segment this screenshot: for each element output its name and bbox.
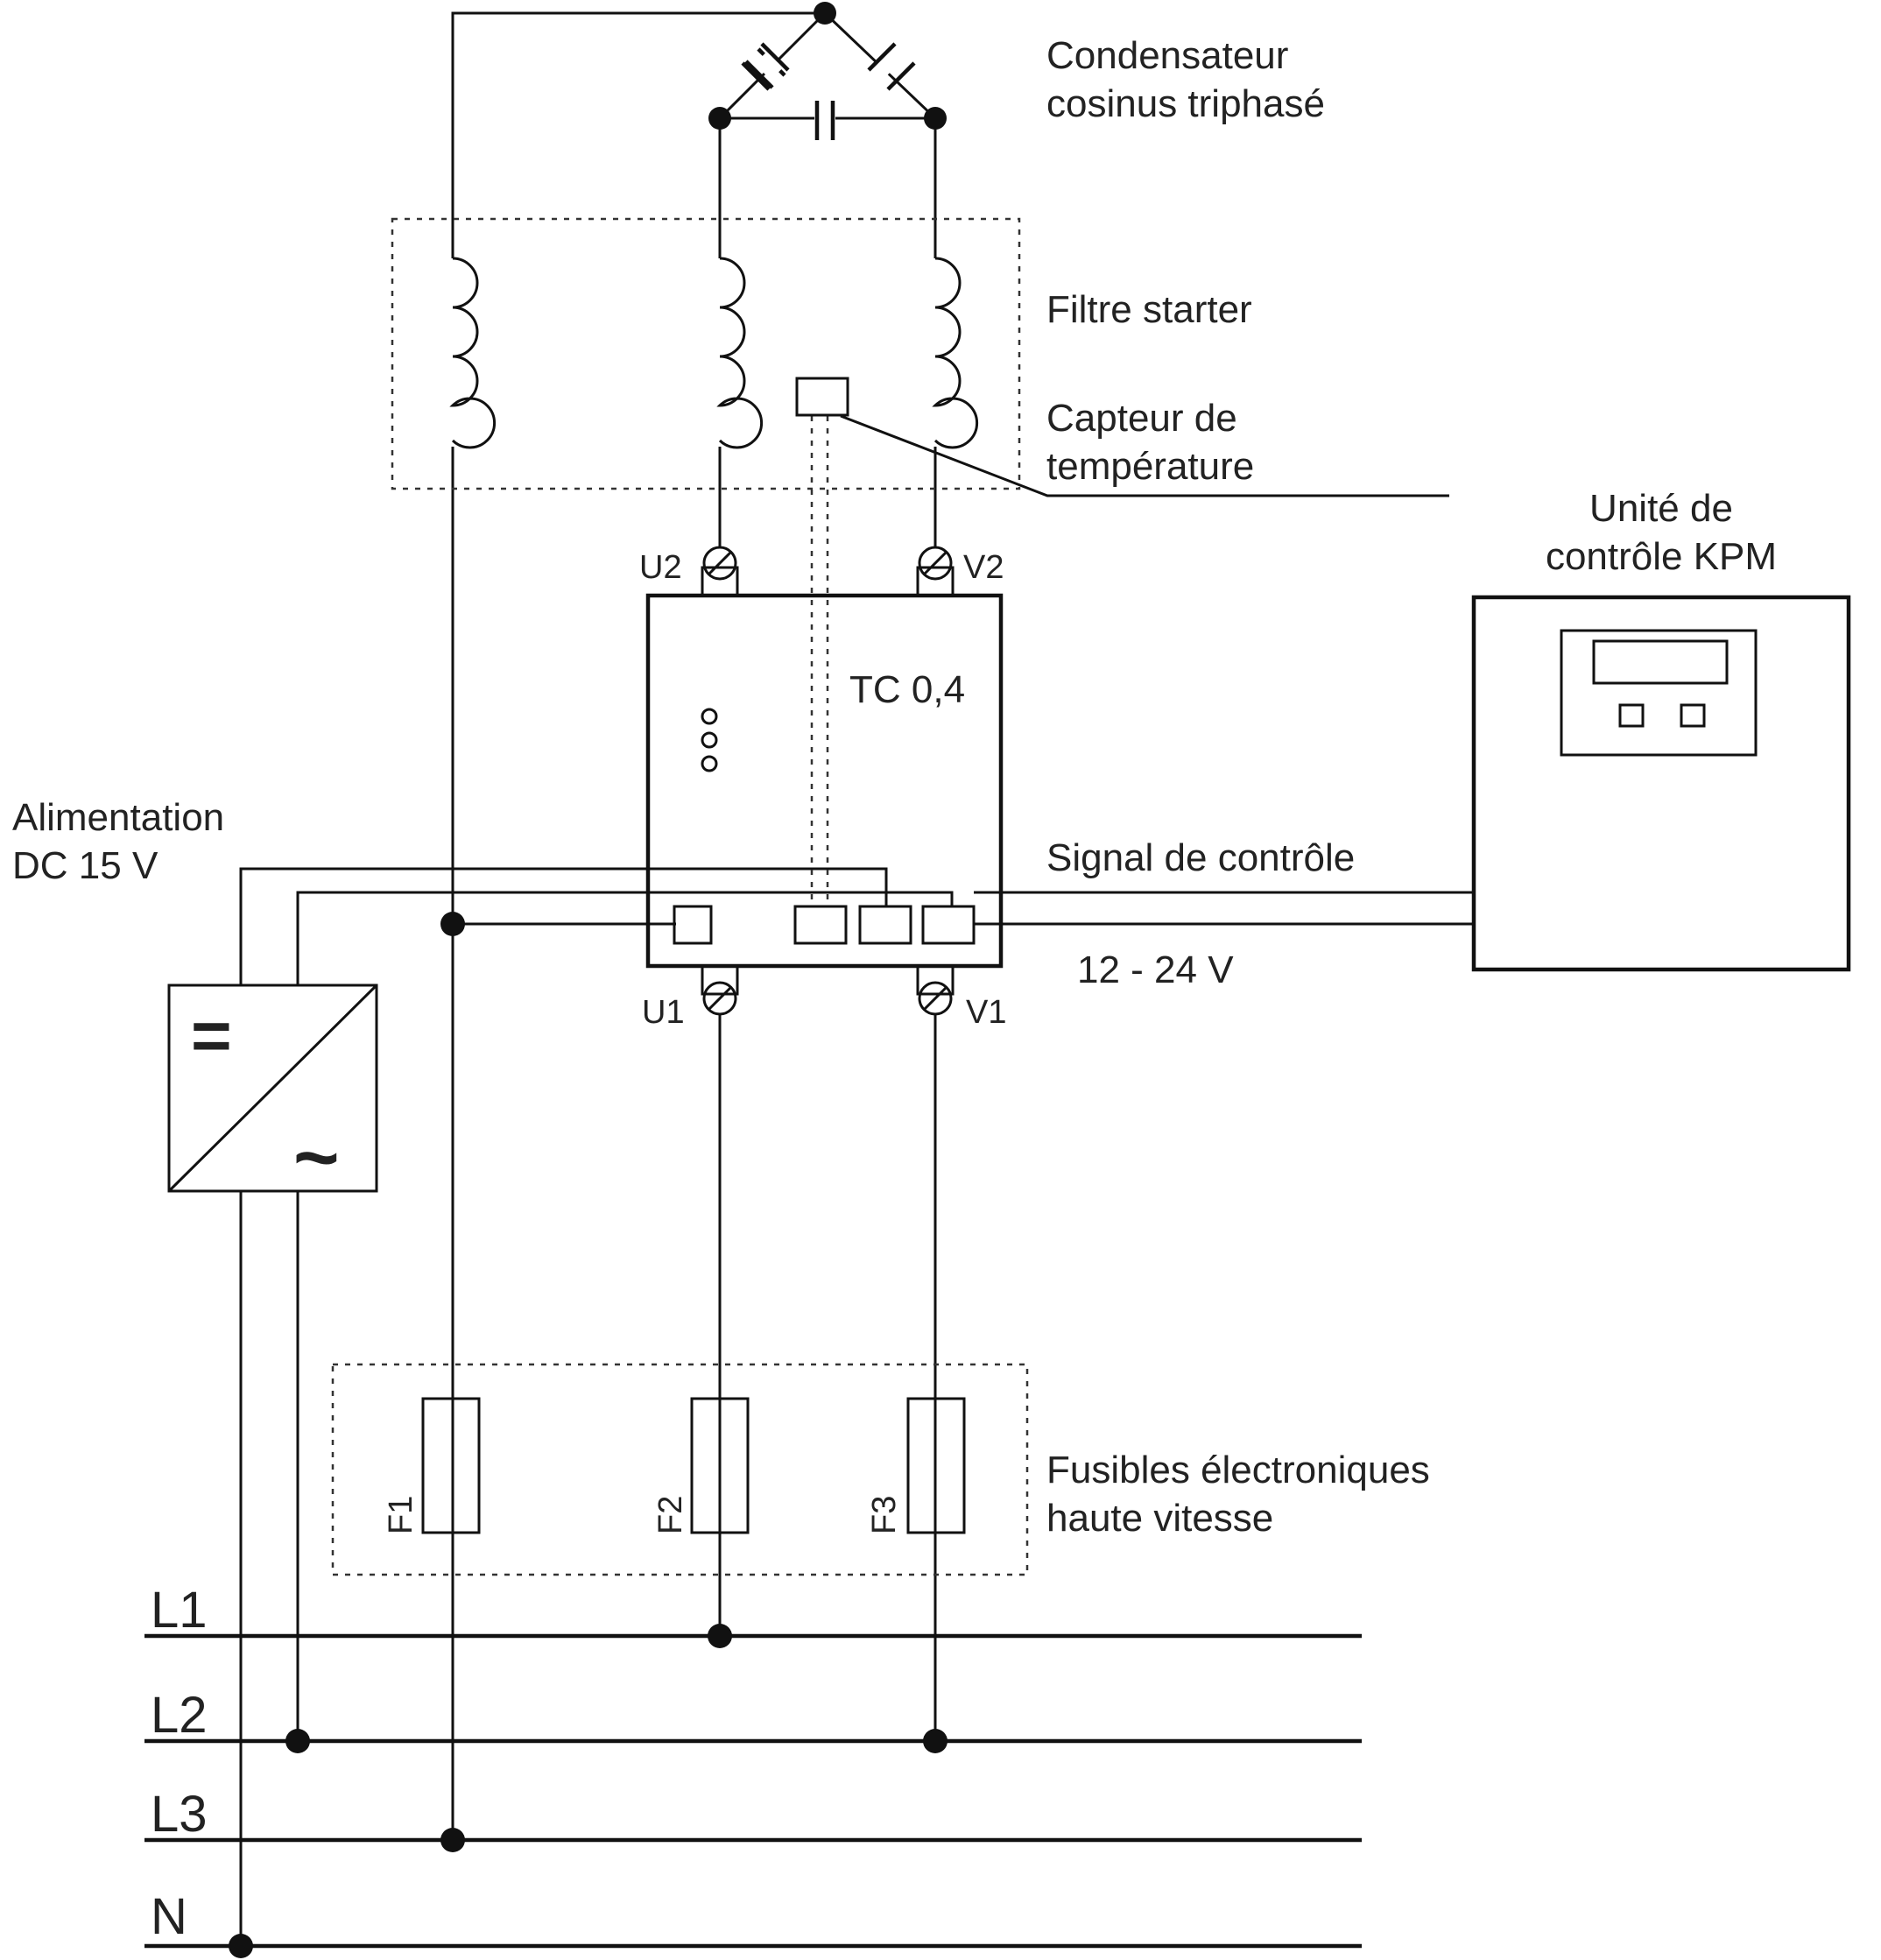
fuse-enclosure — [331, 1363, 1029, 1576]
capacitor-delta — [708, 2, 947, 140]
filter-label: Filtre starter — [1046, 288, 1252, 331]
junction-dot — [229, 1934, 253, 1958]
wires — [239, 11, 1474, 1946]
bus-label-l3: L3 — [151, 1786, 208, 1843]
fuse-f2 — [690, 1397, 750, 1534]
terminal-label-u2: U2 — [639, 549, 682, 586]
fuse-f3 — [906, 1397, 966, 1534]
terminal-block — [858, 905, 912, 945]
terminal-label-v1: V1 — [966, 994, 1006, 1031]
sensor-label-line1: Capteur de — [1046, 397, 1237, 440]
kpm-label-line1: Unité de — [1589, 487, 1733, 530]
fuses-label-line2: haute vitesse — [1046, 1497, 1273, 1540]
fuse-label-f2: F2 — [652, 1496, 689, 1534]
capacitor-label-line2: cosinus triphasé — [1046, 82, 1325, 125]
terminal-block — [793, 905, 848, 945]
terminal-block — [921, 905, 976, 945]
terminal-block — [673, 905, 713, 945]
fuses-label-line1: Fusibles électroniques — [1046, 1449, 1430, 1491]
bus-label-l1: L1 — [151, 1582, 208, 1639]
thyristor-module: TC 0,4 — [645, 593, 1004, 969]
annotations: Condensateur cosinus triphasé Filtre sta… — [12, 34, 1777, 1540]
bus-bars: L1 L2 L3 N — [144, 1582, 1362, 1949]
terminal-label-u1: U1 — [642, 994, 685, 1031]
junction-dot — [285, 1729, 310, 1753]
voltage-label: 12 - 24 V — [1077, 948, 1234, 991]
junction-dot — [440, 1828, 465, 1852]
filter-enclosure — [391, 217, 1021, 490]
dc-symbol: = — [191, 997, 232, 1075]
module-label: TC 0,4 — [849, 668, 965, 711]
filter-inductors — [449, 257, 979, 449]
temperature-sensor — [795, 377, 849, 417]
power-supply-label-line1: Alimentation — [12, 796, 224, 839]
kpm-control-unit — [1471, 595, 1851, 972]
fuses: F1 F2 F3 — [383, 1397, 966, 1534]
fuse-f1 — [421, 1397, 481, 1534]
bus-label-n: N — [151, 1888, 187, 1945]
terminal-label-v2: V2 — [963, 549, 1004, 586]
sensor-label-line2: température — [1046, 445, 1254, 488]
junction-dot — [440, 912, 465, 936]
signal-label: Signal de contrôle — [1046, 836, 1355, 879]
junction-dot — [923, 1729, 948, 1753]
fuse-label-f3: F3 — [866, 1496, 903, 1534]
power-supply-label-line2: DC 15 V — [12, 844, 159, 887]
fuse-label-f1: F1 — [383, 1496, 419, 1534]
junctions — [229, 912, 948, 1958]
junction-dot — [708, 1624, 732, 1648]
screw-terminals: U2 V2 U1 V1 — [639, 546, 1006, 1031]
ac-symbol: ~ — [293, 1114, 340, 1202]
power-supply: = ~ — [167, 984, 378, 1202]
kpm-label-line2: contrôle KPM — [1546, 535, 1777, 578]
capacitor-label-line1: Condensateur — [1046, 34, 1288, 77]
bus-label-l2: L2 — [151, 1687, 208, 1744]
